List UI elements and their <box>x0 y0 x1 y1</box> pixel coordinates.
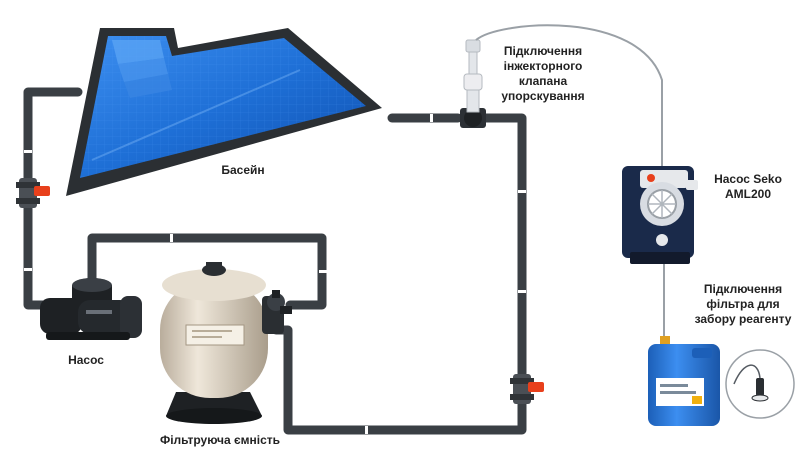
suction-label-line-3: забору реагенту <box>694 312 792 326</box>
injector-label-line-1: Підключення <box>503 44 583 58</box>
reagent-canister-icon <box>648 336 720 426</box>
suction-label-line-2: фільтра для <box>706 297 780 311</box>
pipe-joints <box>24 114 526 434</box>
pump-icon <box>40 278 142 340</box>
injector-valve-icon <box>460 39 486 128</box>
pump-label: Насос <box>68 353 104 367</box>
seko-label-line-2: AML200 <box>724 187 771 201</box>
injector-label-line-3: клапана <box>518 74 568 88</box>
dosing-pump-icon <box>622 166 698 264</box>
suction-filter-icon <box>725 349 795 419</box>
valve-icon <box>510 374 544 404</box>
filter-label: Фільтруюча ємність <box>159 433 281 447</box>
injector-label: Підключення інжекторного клапана упорску… <box>488 44 598 104</box>
pipe-pump-to-filter <box>87 233 327 310</box>
suction-label: Підключення фільтра для забору реагенту <box>690 282 796 327</box>
pipe-filter-return <box>271 113 527 435</box>
sand-filter-icon <box>160 262 292 424</box>
pool-label: Басейн <box>221 163 265 177</box>
injector-label-line-4: упорскування <box>501 89 585 103</box>
seko-label: Насос Seko AML200 <box>708 172 788 202</box>
valve-icon <box>16 178 50 208</box>
suction-label-line-1: Підключення <box>703 282 783 296</box>
seko-label-line-1: Насос Seko <box>714 172 782 186</box>
injector-label-line-2: інжекторного <box>503 59 583 73</box>
pool-image <box>66 28 382 196</box>
hose-injection-line <box>475 24 663 166</box>
